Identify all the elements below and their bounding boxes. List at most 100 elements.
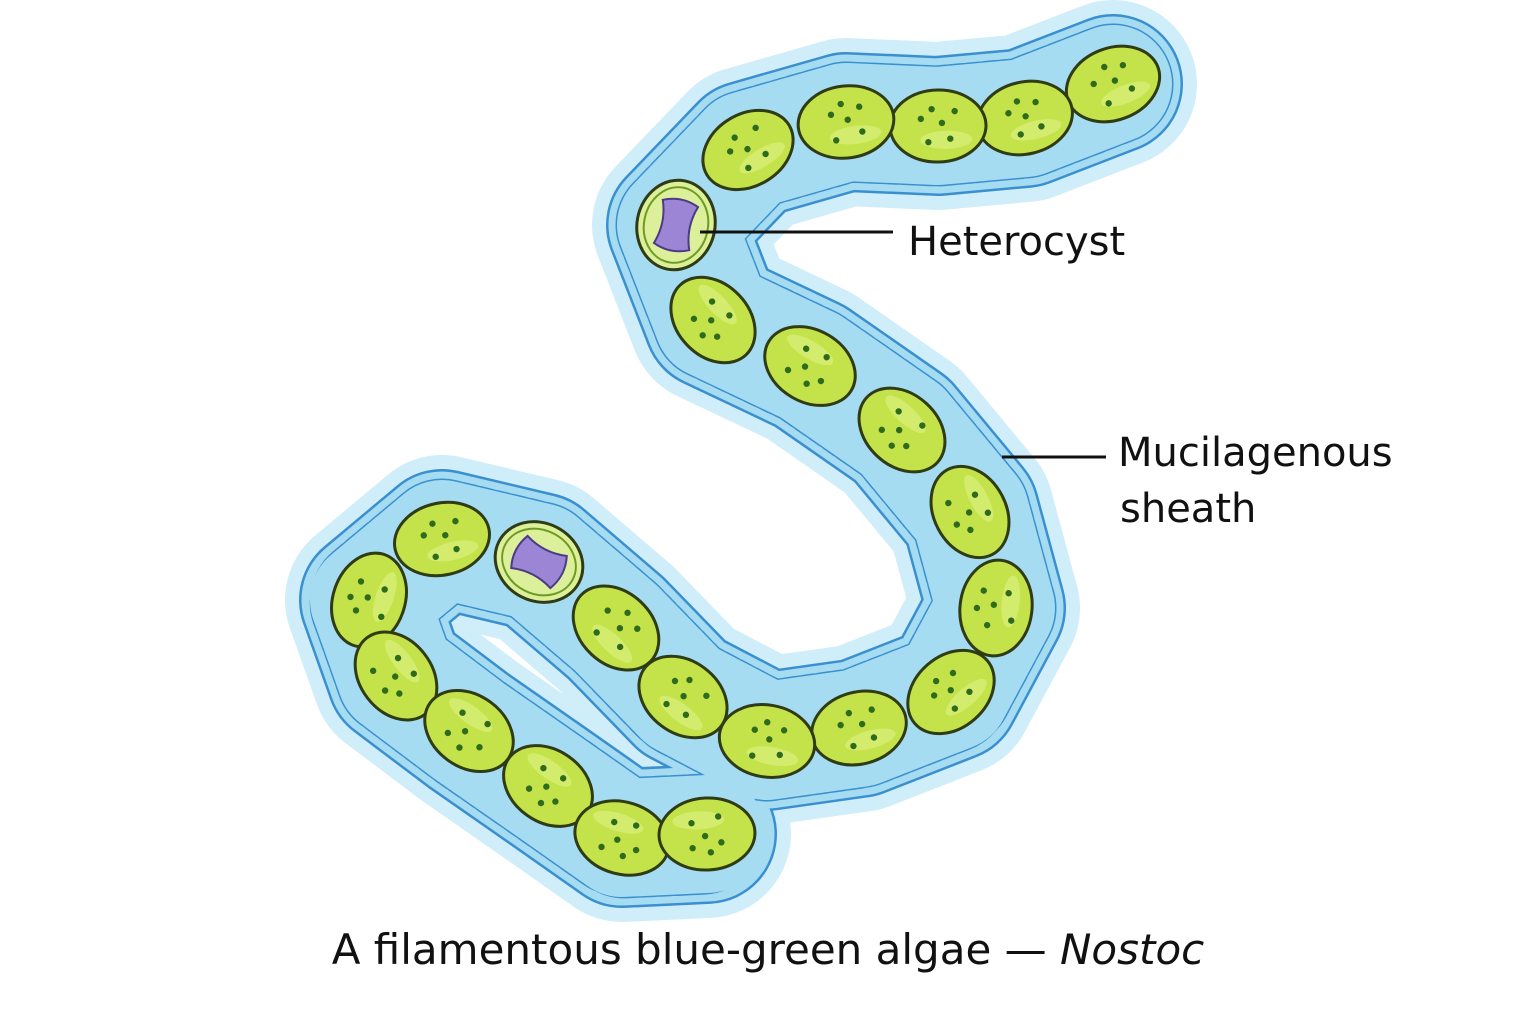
cell-highlight — [964, 475, 994, 522]
cell-highlight — [1101, 81, 1150, 107]
cell-granule — [347, 593, 354, 601]
cell-granule — [1119, 61, 1127, 69]
cell-granule — [868, 706, 875, 713]
cell-granule — [714, 813, 722, 820]
cell-granule — [953, 521, 961, 528]
cell-granule — [682, 711, 690, 718]
heterocyst-core — [652, 197, 700, 253]
cell-granule — [845, 709, 853, 717]
cell-granule — [552, 798, 559, 805]
cell-granule — [429, 520, 436, 527]
cell-highlight — [372, 572, 397, 622]
cell-granule — [369, 667, 377, 675]
cell-granule — [708, 317, 715, 324]
heterocyst-cell — [493, 520, 585, 604]
labels: Heterocyst Mucilagenous sheath — [700, 219, 1393, 532]
cell-granule — [616, 625, 624, 632]
cell-granule — [745, 164, 752, 172]
cell-granule — [476, 744, 483, 751]
cell-granule — [525, 785, 533, 792]
cell-granule — [616, 643, 624, 651]
cell-granule — [744, 145, 751, 153]
cell-granule — [780, 727, 788, 734]
vegetative-cell — [888, 88, 988, 164]
vegetative-cell — [906, 648, 996, 736]
cell-granule — [624, 609, 631, 616]
cell-granule — [837, 100, 844, 108]
cell-granule — [420, 532, 427, 539]
cell-granule — [947, 135, 954, 142]
heterocyst-label: Heterocyst — [908, 219, 1125, 265]
cell-granule — [688, 820, 695, 827]
cell-granule — [966, 688, 973, 696]
cell-granule — [619, 852, 627, 860]
cell-granule — [776, 751, 783, 759]
cell-granule — [925, 139, 932, 146]
cell-granule — [699, 332, 706, 339]
caption-genus: Nostoc — [1060, 925, 1204, 974]
cell-granule — [827, 111, 835, 119]
cell-highlight — [672, 811, 725, 830]
cell-granule — [611, 818, 618, 826]
cell-granule — [598, 843, 605, 851]
cell-granule — [357, 578, 365, 585]
vegetative-cell — [393, 500, 491, 578]
cell-granule — [938, 119, 946, 127]
cell-granule — [949, 669, 957, 677]
vegetative-cell — [929, 464, 1011, 560]
cell-granule — [752, 124, 759, 132]
cell-granule — [690, 315, 698, 322]
cell-granule — [766, 736, 773, 743]
heterocyst-inner-wall — [501, 527, 577, 597]
cell-granule — [708, 298, 716, 305]
cell-granule — [614, 836, 621, 843]
cell-granule — [381, 687, 389, 694]
cell-granule — [394, 654, 402, 662]
vegetative-cell — [637, 654, 729, 740]
cell-highlight — [885, 395, 926, 434]
cell-highlight — [787, 334, 834, 366]
cell-granule — [540, 764, 547, 772]
cell-granule — [701, 832, 709, 840]
cell-granule — [396, 690, 403, 697]
cell-highlight — [384, 639, 420, 683]
cell-granule — [456, 744, 463, 751]
cell-granule — [984, 509, 992, 516]
cell-granule — [378, 613, 385, 620]
cell-granule — [663, 700, 670, 708]
cell-granule — [703, 692, 710, 699]
cell-highlight — [592, 624, 633, 663]
cell-highlight — [427, 540, 479, 562]
cell-wall — [763, 325, 857, 407]
cell-granule — [1005, 110, 1012, 117]
caption-prefix: A filamentous blue-green algae — — [332, 925, 1060, 974]
sheath-label-line2: sheath — [1120, 486, 1256, 532]
cell-granule — [1105, 100, 1112, 107]
cell-granule — [634, 625, 641, 632]
cell-granule — [967, 526, 974, 534]
cell-granule — [1038, 123, 1045, 130]
cell-granule — [951, 705, 959, 712]
cell-granule — [973, 604, 981, 612]
cell-granule — [452, 517, 459, 525]
cell-granule — [459, 709, 466, 716]
cell-wall — [393, 500, 491, 578]
cell-granule — [945, 499, 952, 507]
cell-granule — [671, 677, 679, 685]
vegetative-cell — [1064, 44, 1162, 124]
cell-granule — [751, 726, 758, 733]
cell-granule — [1128, 85, 1136, 92]
cell-granule — [932, 677, 940, 685]
vegetative-cell — [857, 386, 947, 474]
cell-granule — [859, 128, 866, 135]
cell-highlight — [1001, 575, 1021, 628]
cell-granule — [604, 607, 611, 614]
cell-granule — [965, 509, 973, 516]
cell-granule — [689, 844, 696, 852]
vegetative-cell — [353, 630, 439, 722]
cell-granule — [537, 799, 545, 807]
cell-granule — [855, 103, 863, 110]
cell-granule — [461, 728, 469, 735]
